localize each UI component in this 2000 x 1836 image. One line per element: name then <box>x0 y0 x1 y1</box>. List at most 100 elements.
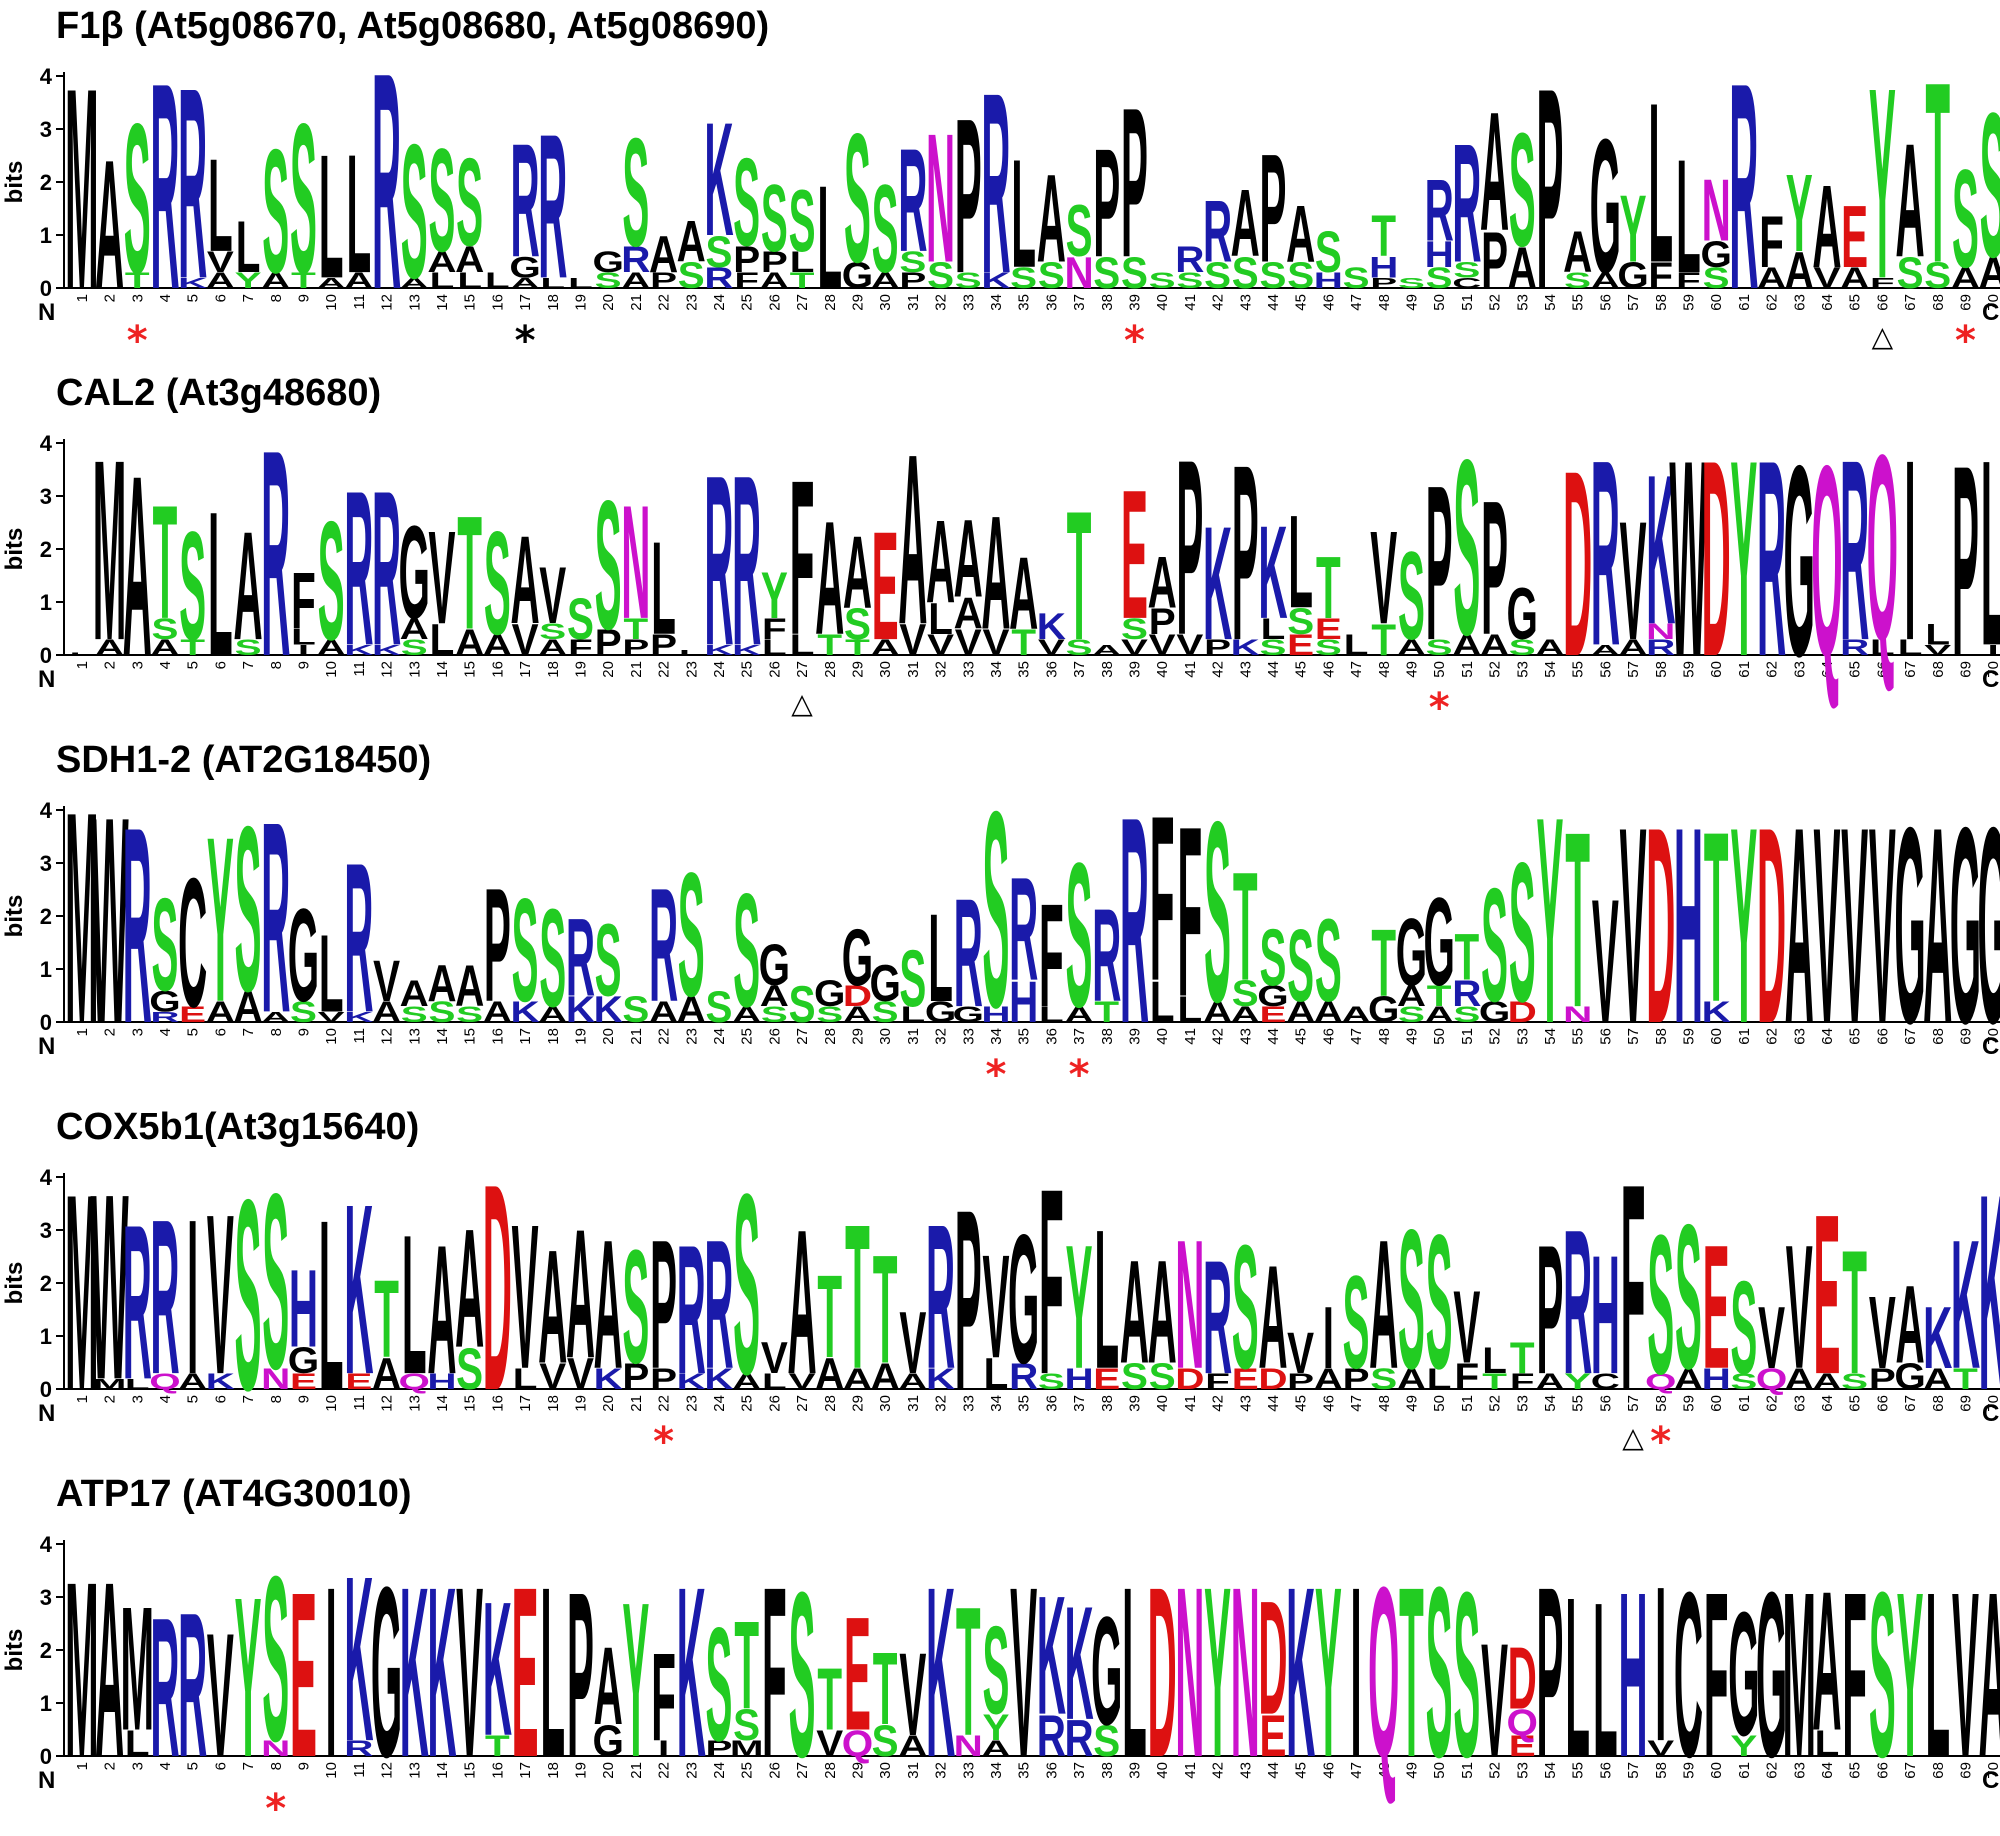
position-label: 61 <box>1736 1395 1753 1412</box>
logo-letter: Q <box>1507 1702 1538 1743</box>
position-label: 57 <box>1625 1762 1642 1779</box>
logo-letter: F <box>762 1536 787 1808</box>
logo-letter: V <box>1370 503 1397 652</box>
logo-letter: D <box>483 1123 512 1452</box>
logo-letter: Q <box>399 1369 430 1393</box>
logo-letter: D <box>1508 1629 1537 1728</box>
position-label: 13 <box>406 294 423 311</box>
logo-letter: Y <box>235 1550 262 1805</box>
logo-letter: K <box>1979 1137 2000 1449</box>
logo-letter: A <box>317 635 346 659</box>
logo-letter: E <box>1259 1002 1286 1026</box>
position-label: 68 <box>1930 1762 1947 1779</box>
logo-letter: A <box>1591 268 1620 292</box>
logo-letter: G <box>288 880 319 1029</box>
logo-letter: Q <box>1867 400 1898 696</box>
logo-letter: S <box>1703 262 1730 294</box>
position-label: 24 <box>711 661 728 678</box>
position-label: 22 <box>656 1028 673 1045</box>
logo-letter: V <box>899 1293 926 1392</box>
logo-letter: R <box>1175 240 1204 281</box>
logo-letter: S <box>1398 275 1425 291</box>
position-label: 8 <box>268 1395 285 1403</box>
logo-letter: T <box>1427 980 1452 1012</box>
n-terminus-label: N <box>38 666 55 693</box>
logo-letter: P <box>595 623 622 664</box>
logo-letter: T <box>817 1250 842 1382</box>
logo-letter: T <box>956 1569 981 1775</box>
logo-letter: S <box>622 1217 649 1398</box>
panel-title: ATP17 (AT4G30010) <box>56 1473 412 1515</box>
logo-letter: L <box>901 1002 926 1026</box>
position-label: 33 <box>960 1762 977 1779</box>
position-label: 27 <box>794 661 811 678</box>
logo-letter: F <box>1759 200 1784 283</box>
logo-letter: F <box>1205 1369 1230 1393</box>
logo-letter: R <box>566 896 595 1020</box>
position-label: 24 <box>711 1028 728 1045</box>
logo-letter: P <box>1259 122 1286 294</box>
logo-letter: L <box>1094 1189 1119 1411</box>
position-label: 33 <box>960 661 977 678</box>
position-label: 1 <box>74 1028 91 1036</box>
logo-letter: Y <box>1620 176 1647 283</box>
logo-letter: A <box>1258 1234 1287 1399</box>
logo-letter: Y <box>1066 1209 1093 1406</box>
logo-letter: T <box>1455 919 1480 994</box>
position-label: 29 <box>849 661 866 678</box>
position-label: 22 <box>656 1395 673 1412</box>
logo-letter: S <box>622 106 649 278</box>
position-label: 2 <box>102 1762 119 1770</box>
position-label: 50 <box>1431 661 1448 678</box>
position-label: 12 <box>379 294 396 311</box>
logo-letter: S <box>151 870 178 1019</box>
logo-letter: L <box>1344 629 1369 661</box>
position-label: 23 <box>683 1028 700 1045</box>
position-label: 32 <box>933 1028 950 1045</box>
black-star-marker: * <box>515 318 536 364</box>
position-label: 14 <box>434 1762 451 1779</box>
position-label: 29 <box>849 1028 866 1045</box>
logo-letter: S <box>1869 1543 1896 1806</box>
position-label: 45 <box>1293 294 1310 311</box>
logo-letter: G <box>759 931 790 997</box>
logo-letter: F <box>1648 256 1673 297</box>
logo-letter: S <box>1952 140 1979 296</box>
logo-letter: I <box>1350 1536 1361 1808</box>
position-label: 4 <box>157 1028 174 1036</box>
logo-letter: N <box>1563 1002 1592 1026</box>
position-label: 25 <box>739 1395 756 1412</box>
logo-letter: S <box>899 246 926 278</box>
logo-letter: L <box>430 268 455 292</box>
position-label: 51 <box>1459 661 1476 678</box>
logo-letter: A <box>1812 1551 1841 1773</box>
logo-letter: D <box>1175 1363 1204 1395</box>
logo-letter: L <box>402 1194 427 1416</box>
logo-letter: R <box>150 1009 179 1025</box>
position-label: 53 <box>1514 294 1531 311</box>
logo-letter: A <box>1785 1363 1814 1395</box>
position-label: 23 <box>683 294 700 311</box>
logo-letter: T <box>291 268 316 292</box>
logo-letter: T <box>1925 30 1950 318</box>
logo-letter: K <box>510 996 540 1028</box>
logo-letter: F <box>651 1627 676 1767</box>
position-label: 40 <box>1154 1028 1171 1045</box>
position-label: 34 <box>988 661 1005 678</box>
logo-letter: A <box>510 510 539 650</box>
position-label: 17 <box>517 1395 534 1412</box>
logo-letter: W <box>90 1139 128 1435</box>
logo-letter: S <box>678 256 705 297</box>
position-label: 59 <box>1680 661 1697 678</box>
logo-letter: A <box>1895 1263 1924 1387</box>
logo-letter: A <box>1812 160 1841 292</box>
logo-letter: K <box>704 1363 734 1395</box>
position-label: 61 <box>1736 1028 1753 1045</box>
logo-letter: E <box>1259 1702 1286 1768</box>
position-label: 10 <box>323 1762 340 1779</box>
logo-letter: S <box>401 106 428 319</box>
logo-letter: N <box>1175 1202 1204 1408</box>
logo-letter: S <box>1315 218 1342 284</box>
logo-letter: T <box>1953 1363 1978 1395</box>
logo-letter: A <box>677 990 706 1031</box>
